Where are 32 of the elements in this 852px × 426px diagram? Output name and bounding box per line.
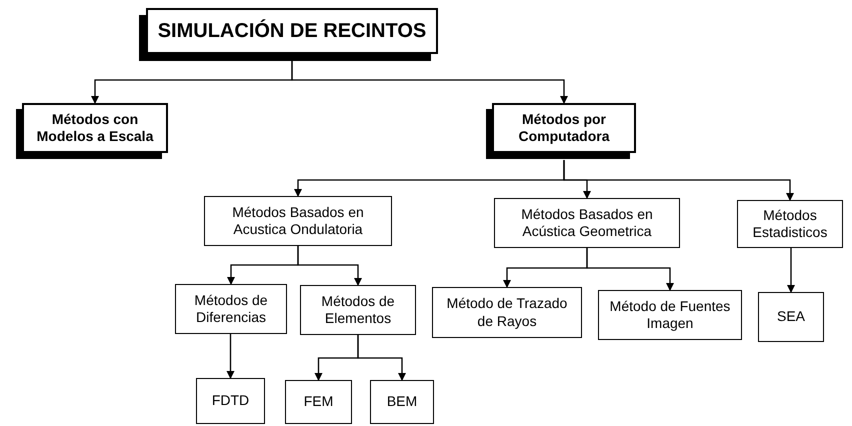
method-box bbox=[494, 198, 680, 248]
method-box bbox=[758, 292, 824, 342]
box-label: FDTD bbox=[212, 392, 250, 410]
box-label: Método de Fuentes Imagen bbox=[608, 298, 732, 332]
box-label: SIMULACIÓN DE RECINTOS bbox=[158, 18, 426, 44]
box-label: Métodos Basados en Acustica Ondulatoria bbox=[231, 204, 365, 238]
box-label: Métodos Estadisticos bbox=[752, 206, 828, 242]
box-label: SEA bbox=[776, 308, 805, 326]
method-box bbox=[300, 285, 416, 335]
connector-arrow bbox=[291, 61, 568, 104]
method-box bbox=[737, 200, 843, 248]
box-label: BEM bbox=[386, 393, 418, 411]
connector-arrow bbox=[586, 248, 674, 291]
connector-arrow bbox=[563, 160, 794, 201]
connector-arrow bbox=[787, 248, 795, 293]
method-box bbox=[175, 284, 287, 334]
box-label: FEM bbox=[304, 393, 334, 411]
box-label: Métodos de Elementos bbox=[320, 292, 396, 328]
connector-arrow bbox=[297, 246, 362, 286]
method-box bbox=[432, 287, 582, 338]
box-label: Métodos de Diferencias bbox=[193, 292, 269, 326]
box-label: Método de Trazado de Rayos bbox=[446, 295, 568, 330]
box-label: Métodos por Computadora bbox=[518, 110, 611, 146]
box-label: Métodos con Modelos a Escala bbox=[36, 110, 154, 146]
method-box bbox=[285, 380, 352, 424]
method-box bbox=[196, 378, 265, 424]
box-label: Métodos Basados en Acústica Geometrica bbox=[520, 206, 654, 240]
method-box bbox=[598, 290, 742, 340]
method-box bbox=[370, 380, 434, 424]
connector-arrow bbox=[357, 335, 406, 381]
method-box bbox=[204, 196, 392, 246]
connector-arrow bbox=[226, 334, 234, 379]
